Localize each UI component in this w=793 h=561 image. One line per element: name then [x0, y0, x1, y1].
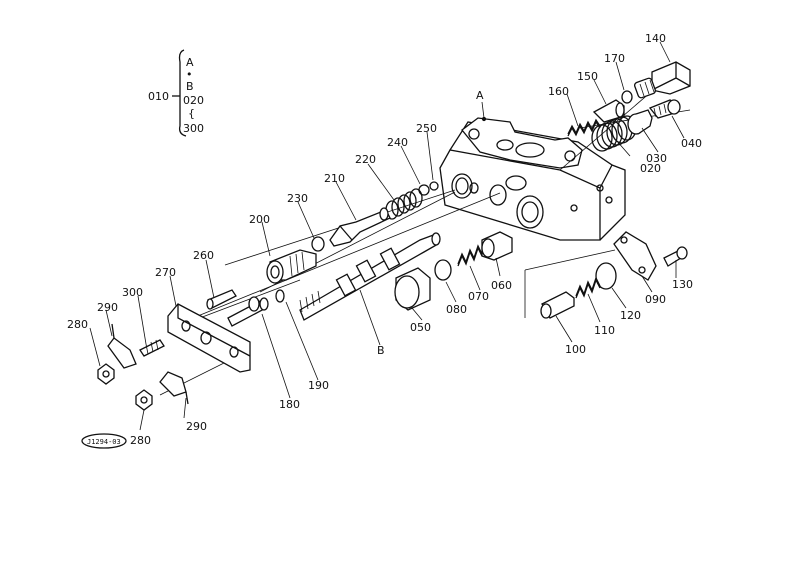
- bracket-line-5: {: [188, 107, 195, 120]
- bracket-line-4: 020: [183, 94, 204, 107]
- callout-150: 150: [577, 70, 598, 83]
- callout-030: 030: [646, 152, 667, 165]
- valve-body: [439, 117, 626, 241]
- callout-260: 260: [193, 249, 214, 262]
- callout-120: 120: [620, 309, 641, 322]
- part-160-spring: [567, 118, 601, 137]
- part-300-screw: [139, 339, 165, 357]
- part-170-oring: [621, 90, 633, 104]
- callout-240: 240: [387, 136, 408, 149]
- part-280-nut-bottom: [135, 389, 153, 411]
- part-050-plug: [394, 267, 431, 311]
- ref-code-oval: [81, 433, 127, 449]
- callout-300: 300: [122, 286, 143, 299]
- bracket-line-6: 300: [183, 122, 204, 135]
- callout-270: 270: [155, 266, 176, 279]
- part-290-bracket-bottom: [159, 371, 189, 405]
- bracket-line-2: •: [186, 68, 193, 81]
- callout-100: 100: [565, 343, 586, 356]
- part-220-spring: [385, 188, 423, 220]
- callout-060: 060: [491, 279, 512, 292]
- part-200-plug: [266, 249, 317, 284]
- part-070-spring: [457, 244, 483, 267]
- part-280-nut-top: [97, 363, 115, 385]
- part-290-bracket-top: [107, 323, 137, 369]
- callout-220: 220: [355, 153, 376, 166]
- group-bracket: [172, 49, 187, 137]
- part-190-oring: [275, 289, 285, 303]
- callout-200: 200: [249, 213, 270, 226]
- marker-a: A: [476, 89, 484, 102]
- callout-090: 090: [645, 293, 666, 306]
- callout-050: 050: [410, 321, 431, 334]
- part-240-oring: [418, 184, 430, 196]
- marker-a-point: [481, 116, 487, 122]
- callout-040: 040: [681, 137, 702, 150]
- callout-130: 130: [672, 278, 693, 291]
- callout-080: 080: [446, 303, 467, 316]
- part-080-oring: [434, 259, 452, 281]
- part-230-oring: [311, 236, 325, 252]
- callout-290-top: 290: [97, 301, 118, 314]
- part-250-oring: [429, 181, 439, 191]
- part-140-plug: [634, 61, 691, 99]
- part-030-seat: [627, 109, 653, 135]
- callout-160: 160: [548, 85, 569, 98]
- callout-020: 020: [640, 162, 661, 175]
- callout-250: 250: [416, 122, 437, 135]
- part-130-bolt: [663, 246, 688, 267]
- callout-070: 070: [468, 290, 489, 303]
- part-100-plunger: [540, 291, 575, 319]
- bracket-line-1: A: [186, 56, 194, 69]
- part-260-pin: [206, 289, 237, 310]
- bracket-line-3: B: [186, 80, 194, 93]
- callout-280-bottom: 280: [130, 434, 151, 447]
- part-120-oring: [595, 262, 617, 290]
- part-210-stem: [329, 207, 391, 247]
- leader-lines: [89, 41, 685, 431]
- callout-290-bottom: 290: [186, 420, 207, 433]
- part-270-plate: [167, 303, 251, 373]
- callout-280-top: 280: [67, 318, 88, 331]
- callout-190: 190: [308, 379, 329, 392]
- callout-140: 140: [645, 32, 666, 45]
- marker-b: B: [377, 344, 385, 357]
- part-b-spool: [299, 232, 441, 321]
- part-040-bolt: [648, 99, 681, 119]
- part-180-rod: [227, 296, 269, 327]
- part-060-poppet: [481, 231, 513, 261]
- part-090-cover: [613, 231, 657, 281]
- ref-code: J1294-03: [87, 438, 121, 446]
- callout-labels: 010 A • B 020 { 300 140 170 150 160 A 04…: [67, 32, 702, 447]
- part-150-poppet: [592, 99, 625, 123]
- callout-010: 010: [148, 90, 169, 103]
- callout-110: 110: [594, 324, 615, 337]
- callout-210: 210: [324, 172, 345, 185]
- callout-180: 180: [279, 398, 300, 411]
- callout-170: 170: [604, 52, 625, 65]
- callout-230: 230: [287, 192, 308, 205]
